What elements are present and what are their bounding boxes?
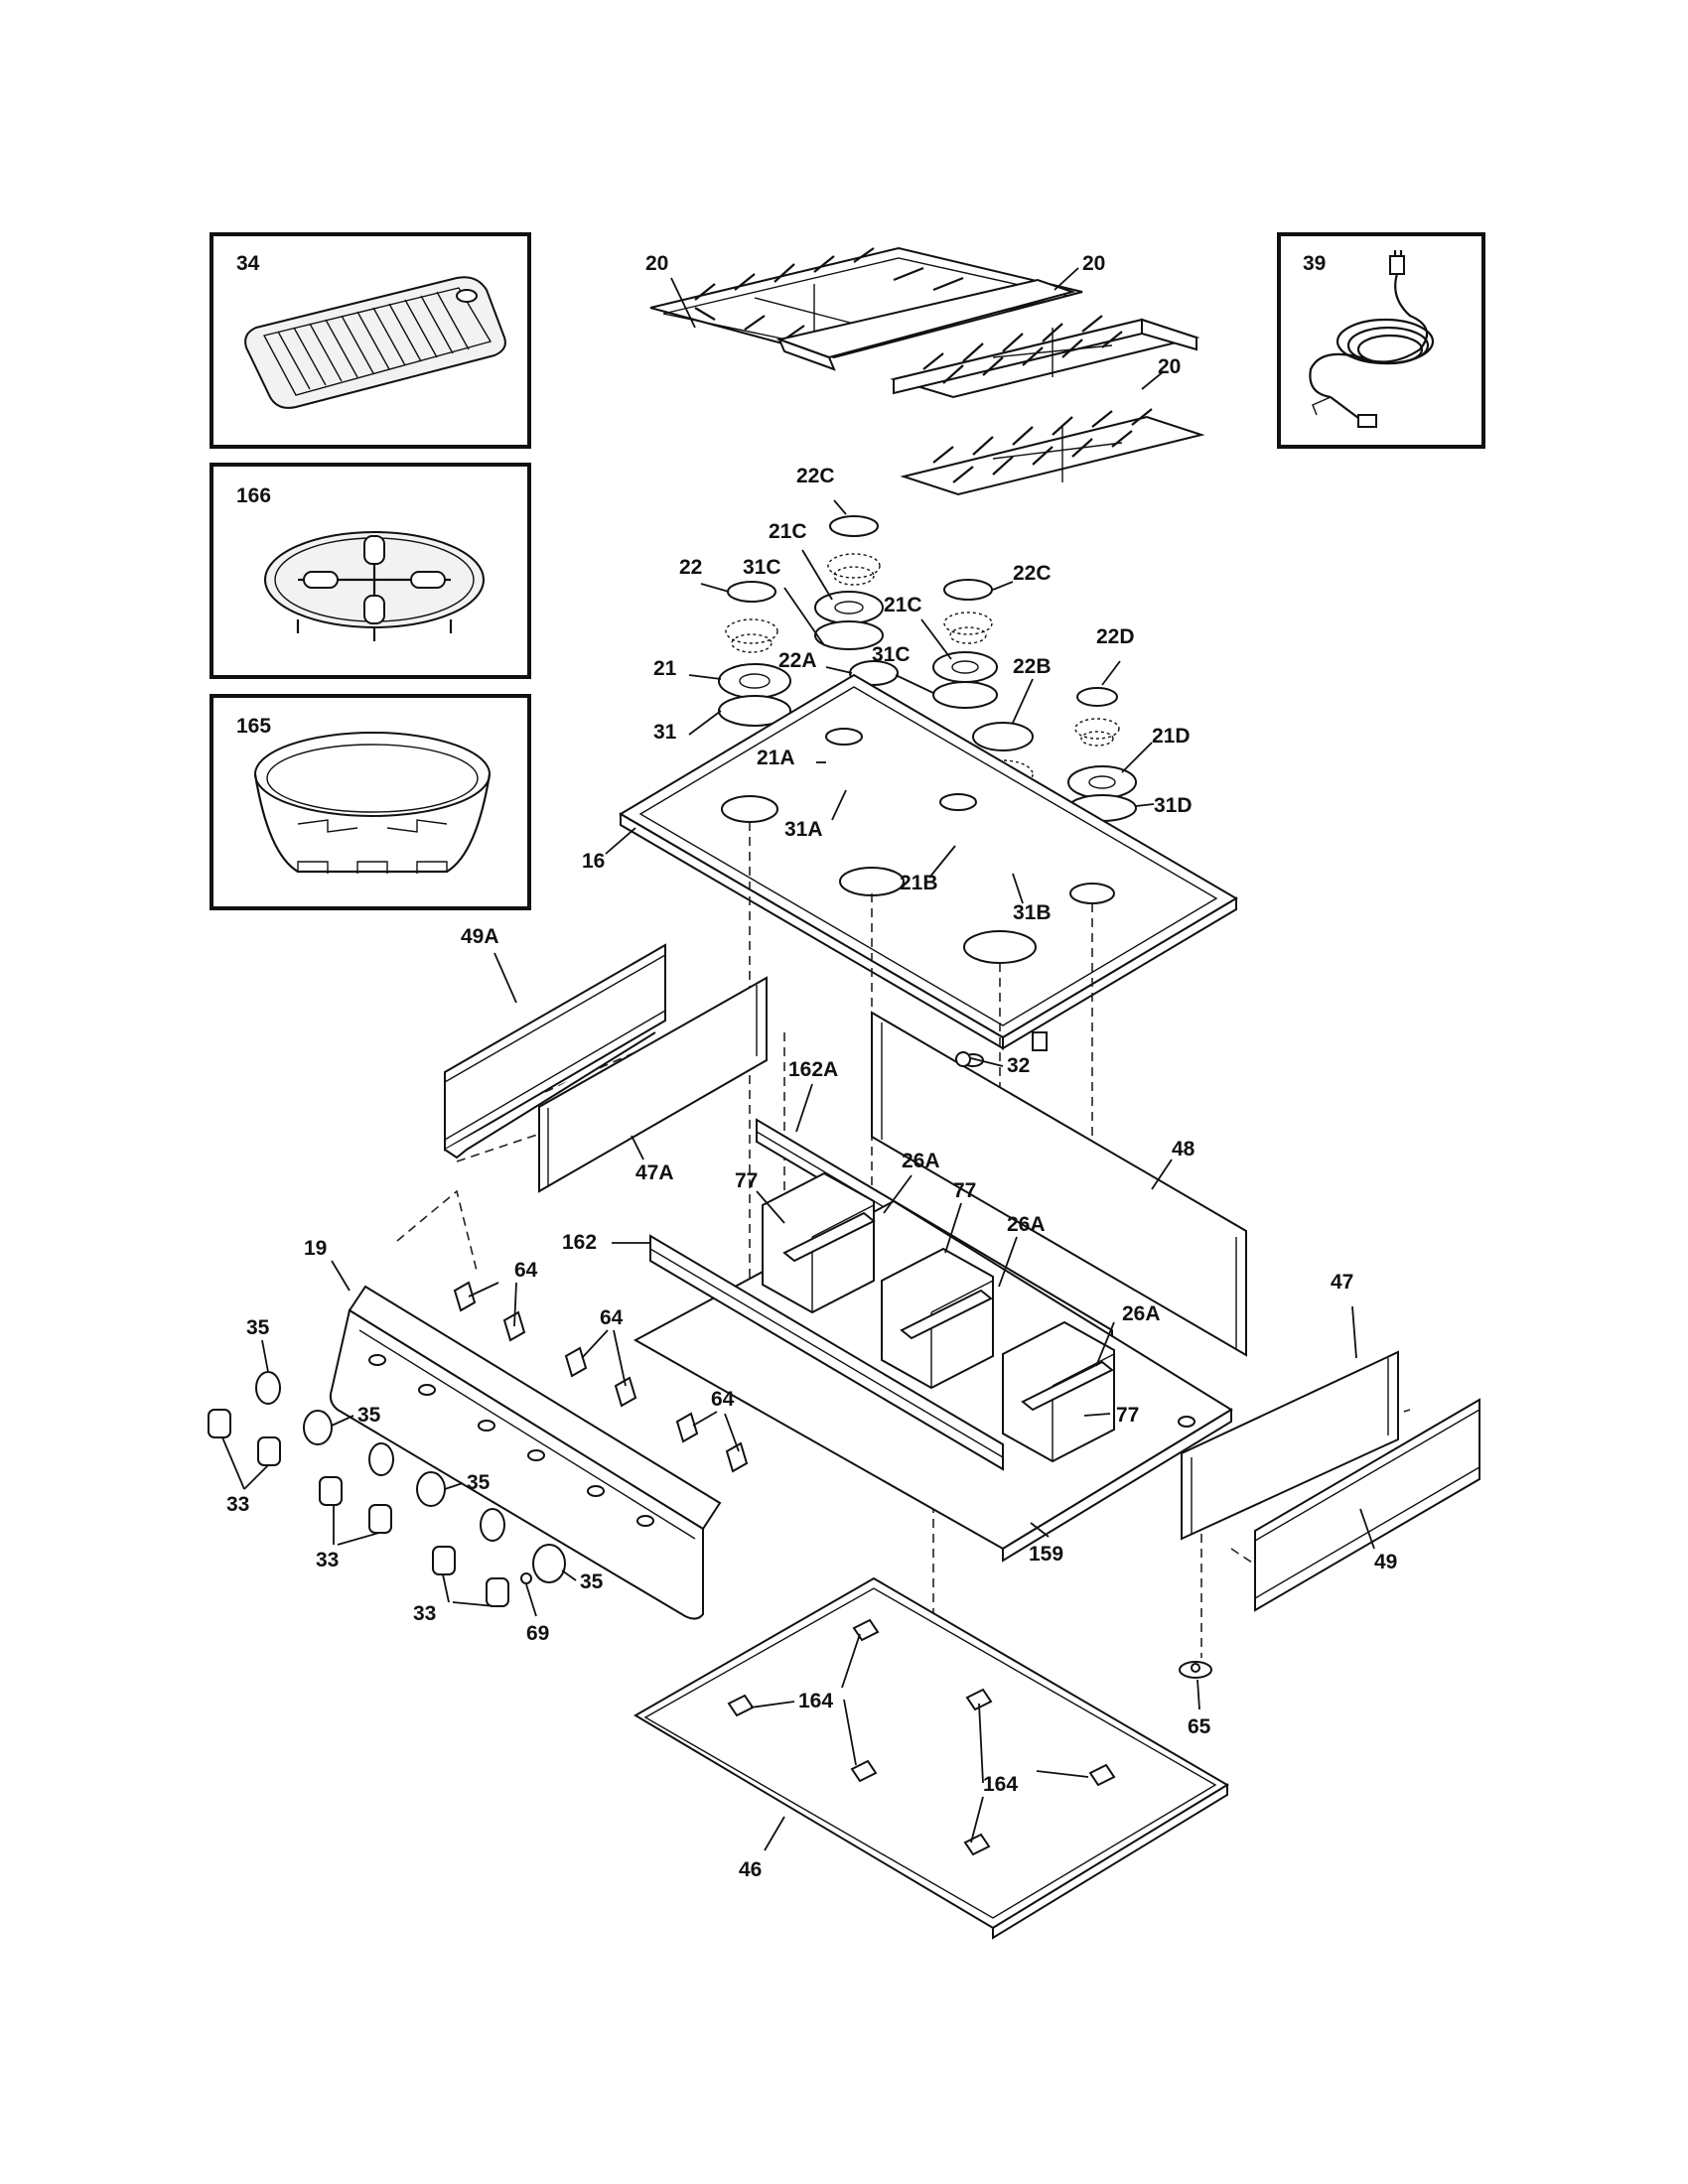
- callout-26a: 26A: [1122, 1302, 1161, 1325]
- wok-stand-part: [253, 732, 492, 874]
- callout-31d: 31D: [1154, 794, 1193, 817]
- callout-21a: 21A: [757, 747, 795, 769]
- callout-64: 64: [600, 1306, 624, 1329]
- grate-middle: [775, 278, 1076, 371]
- callout-47: 47: [1331, 1271, 1353, 1294]
- callout-35: 35: [580, 1570, 604, 1593]
- callout-31c: 31C: [743, 556, 781, 579]
- callout-31c: 31C: [872, 643, 911, 666]
- callout-21b: 21B: [900, 872, 938, 894]
- callout-22b: 22B: [1013, 655, 1052, 678]
- callout-164: 164: [798, 1690, 833, 1712]
- screw-69: [520, 1572, 532, 1584]
- knobs-33: [208, 1409, 509, 1607]
- inset-griddle: 34: [210, 232, 531, 449]
- label-34: 34: [236, 252, 260, 275]
- panel-47: [1181, 1350, 1399, 1541]
- griddle-part: [244, 276, 506, 409]
- callout-46: 46: [739, 1858, 762, 1881]
- grate-left: [649, 246, 1083, 359]
- grate-right: [890, 315, 1200, 399]
- callout-20: 20: [1082, 252, 1105, 275]
- inset-power-cord: 39: [1277, 232, 1485, 449]
- callout-20: 20: [1158, 355, 1181, 378]
- callout-49a: 49A: [461, 925, 499, 948]
- panel-49a: [444, 943, 666, 1160]
- callout-31b: 31B: [1013, 901, 1052, 924]
- callout-69: 69: [526, 1622, 549, 1645]
- callout-159: 159: [1029, 1543, 1063, 1566]
- power-cord-part: [1309, 250, 1435, 428]
- callout-35: 35: [357, 1404, 381, 1427]
- callout-162a: 162A: [788, 1058, 838, 1081]
- callout-16: 16: [582, 850, 605, 873]
- label-166: 166: [236, 484, 271, 507]
- callout-47a: 47A: [635, 1161, 674, 1184]
- callout-26a: 26A: [1007, 1213, 1046, 1236]
- callout-35: 35: [246, 1316, 270, 1339]
- panel-47a: [538, 976, 768, 1193]
- label-39: 39: [1303, 252, 1326, 275]
- callout-32: 32: [1007, 1054, 1030, 1077]
- callout-22: 22: [679, 556, 702, 579]
- callout-31a: 31A: [784, 818, 823, 841]
- cooktop-16: [619, 673, 1238, 1051]
- callout-64: 64: [711, 1388, 735, 1411]
- callout-31: 31: [653, 721, 677, 744]
- panel-49: [1254, 1398, 1480, 1612]
- brackets-26a: [782, 1211, 1114, 1412]
- callout-77: 77: [1116, 1404, 1139, 1427]
- callout-21d: 21D: [1152, 725, 1191, 748]
- callout-33: 33: [316, 1549, 339, 1571]
- callout-19: 19: [304, 1237, 327, 1260]
- callout-21: 21: [653, 657, 677, 680]
- inset-wok-stand: 165: [210, 694, 531, 910]
- callout-22a: 22A: [778, 649, 817, 672]
- callout-77: 77: [953, 1179, 976, 1202]
- callout-21c: 21C: [884, 594, 922, 616]
- burner-stack-22c-top: [814, 515, 884, 650]
- feet-164: [727, 1618, 1116, 1856]
- callout-33: 33: [413, 1602, 436, 1625]
- callout-65: 65: [1188, 1715, 1211, 1738]
- callout-22d: 22D: [1096, 625, 1135, 648]
- leveler-65: [1179, 1661, 1212, 1679]
- wok-ring-part: [264, 531, 485, 641]
- callout-22c: 22C: [1013, 562, 1052, 585]
- inset-wok-ring: 166: [210, 463, 531, 679]
- screw-32: [955, 1051, 971, 1067]
- callout-21c: 21C: [769, 520, 807, 543]
- callout-162: 162: [562, 1231, 597, 1254]
- bottom-pan-46: [633, 1576, 1229, 1940]
- grate-far-right: [900, 408, 1205, 496]
- leader-lines: [221, 267, 1375, 1851]
- burner-stack-22c-right: [932, 579, 998, 709]
- callout-26a: 26A: [902, 1150, 940, 1172]
- callout-20: 20: [645, 252, 668, 275]
- callout-33: 33: [226, 1493, 249, 1516]
- callout-49: 49: [1374, 1551, 1397, 1573]
- panel-48: [871, 1011, 1247, 1357]
- callout-64: 64: [514, 1259, 538, 1282]
- callout-35: 35: [467, 1471, 491, 1494]
- label-165: 165: [236, 715, 271, 738]
- callout-48: 48: [1172, 1138, 1196, 1160]
- callout-22c: 22C: [796, 465, 835, 487]
- burner-stack-22: [718, 581, 791, 727]
- callout-77: 77: [735, 1169, 758, 1192]
- bezels-35: [255, 1371, 566, 1583]
- callout-labels: 20 20 20 22C 21C 31C 22 22C 21C 22D 21 2…: [226, 252, 1397, 1881]
- rail-162: [649, 1234, 1004, 1471]
- callout-164: 164: [983, 1773, 1018, 1796]
- burner-stack-22d: [1067, 687, 1137, 822]
- control-panel-19: [329, 1285, 722, 1620]
